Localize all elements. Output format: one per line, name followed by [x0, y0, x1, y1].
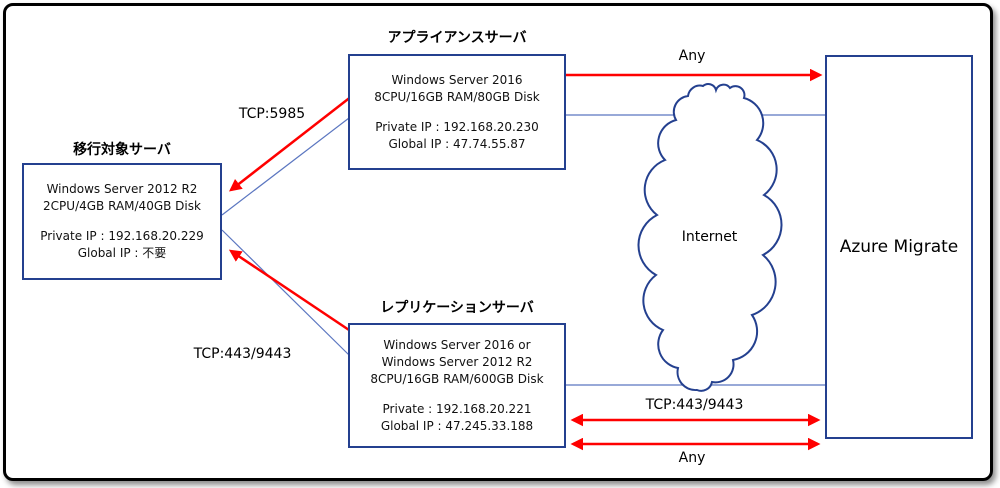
internet-cloud-label: Internet [681, 229, 738, 245]
azure-migrate-box: Azure Migrate [825, 55, 973, 439]
azure-migrate-label: Azure Migrate [839, 237, 959, 257]
target-server-ips: Private IP : 192.168.20.229 Global IP : … [24, 228, 220, 262]
red-arrow-appliance-to-target [229, 95, 353, 192]
server-spec-line: 2CPU/4GB RAM/40GB Disk [43, 199, 201, 213]
target-server-box: Windows Server 2012 R2 2CPU/4GB RAM/40GB… [22, 163, 222, 280]
arrow-label-tcp5985: TCP:5985 [238, 106, 306, 122]
connector-target-appliance [221, 117, 350, 216]
internet-cloud-shape [637, 83, 783, 392]
arrow-label-tcp443-left: TCP:443/9443 [193, 346, 292, 362]
target-server-title: 移行対象サーバ [73, 142, 171, 158]
arrow-label-any-top: Any [678, 48, 706, 64]
arrow-label-tcp443-bottom: TCP:443/9443 [645, 397, 744, 413]
server-ip-line: Global IP : 不要 [77, 246, 167, 260]
server-spec-line: 8CPU/16GB RAM/80GB Disk [374, 89, 540, 104]
server-ip-line: Global IP : 47.74.55.87 [388, 136, 526, 151]
server-spec-line: Windows Server 2012 R2 [46, 182, 198, 196]
appliance-server-specs: Windows Server 2016 8CPU/16GB RAM/80GB D… [350, 72, 564, 106]
server-ip-line: Private : 192.168.20.221 [382, 401, 532, 416]
replication-server-title: レプリケーションサーバ [380, 300, 534, 316]
server-spec-line: Windows Server 2016 [391, 72, 523, 87]
server-spec-line: Windows Server 2016 or [383, 337, 531, 352]
replication-server-specs: Windows Server 2016 or Windows Server 20… [350, 337, 564, 388]
connector-target-replication [221, 229, 350, 356]
target-server-specs: Windows Server 2012 R2 2CPU/4GB RAM/40GB… [24, 181, 220, 215]
server-ip-line: Private IP : 192.168.20.230 [375, 119, 539, 134]
appliance-server-ips: Private IP : 192.168.20.230 Global IP : … [350, 119, 564, 153]
replication-server-ips: Private : 192.168.20.221 Global IP : 47.… [350, 401, 564, 435]
server-ip-line: Private IP : 192.168.20.229 [40, 229, 204, 243]
appliance-server-title: アプライアンスサーバ [387, 30, 527, 46]
server-spec-line: Windows Server 2012 R2 [381, 354, 533, 369]
server-ip-line: Global IP : 47.245.33.188 [380, 418, 534, 433]
replication-server-box: Windows Server 2016 or Windows Server 20… [348, 323, 566, 448]
appliance-server-box: Windows Server 2016 8CPU/16GB RAM/80GB D… [348, 54, 566, 170]
arrow-label-any-bottom: Any [678, 450, 706, 466]
server-spec-line: 8CPU/16GB RAM/600GB Disk [370, 371, 544, 386]
red-arrow-replication-to-target [228, 249, 353, 334]
